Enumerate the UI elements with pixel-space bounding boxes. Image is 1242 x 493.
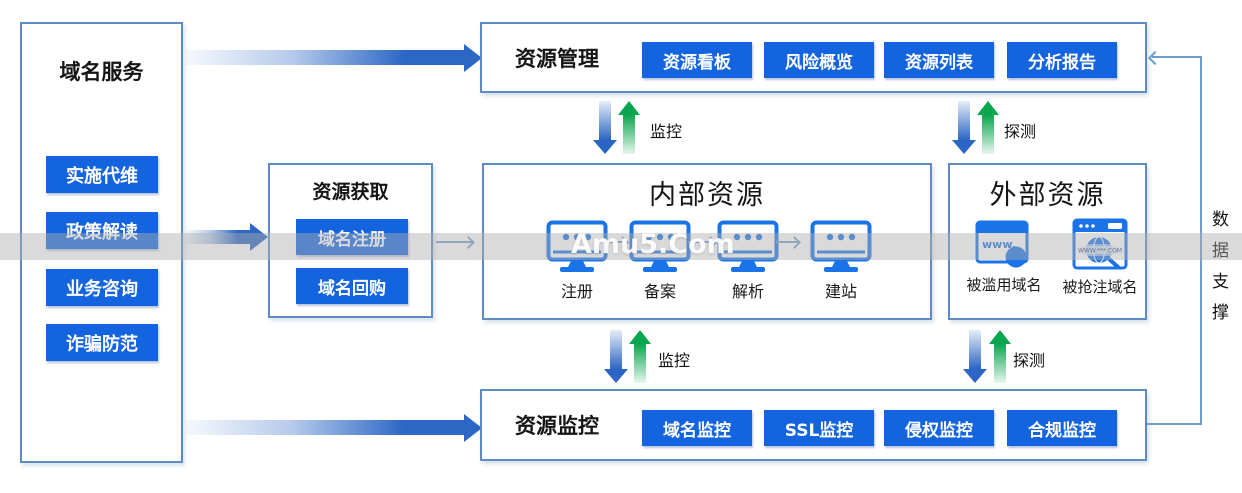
panel-external-res: 外部资源 www. 被滥用域名 WWW.***.COM xyxy=(948,163,1147,320)
arrow-acquire-to-internal xyxy=(436,236,475,249)
internal-item-label: 注册 xyxy=(560,282,593,301)
chip-infringement-monitor[interactable]: 侵权监控 xyxy=(884,410,994,446)
arrow-down-internal-monitor xyxy=(604,330,628,383)
chip-compliance-monitor[interactable]: 合规监控 xyxy=(1007,410,1117,446)
internal-item-label: 备案 xyxy=(643,282,676,301)
flow-label-monitor-top: 监控 xyxy=(650,122,683,141)
chip-domain-monitor[interactable]: 域名监控 xyxy=(642,410,752,446)
external-item-squatted: WWW.***.COM 被抢注域名 xyxy=(1054,218,1146,297)
monitor-icon xyxy=(629,220,691,272)
chip-policy-interpretation[interactable]: 政策解读 xyxy=(46,212,158,249)
flow-label-detect-bottom: 探测 xyxy=(1013,351,1046,370)
arrow-down-mgmt-external xyxy=(952,101,976,154)
panel-resource-monitor: 资源监控 域名监控 SSL监控 侵权监控 合规监控 xyxy=(480,389,1147,461)
chip-domain-buyback[interactable]: 域名回购 xyxy=(296,268,408,304)
panel-resource-mgmt: 资源管理 资源看板 风险概览 资源列表 分析报告 xyxy=(480,22,1147,93)
squatted-icon-caption: WWW.***.COM xyxy=(1078,248,1122,255)
external-item-label: 被抢注域名 xyxy=(1062,278,1138,296)
arrow-up-monitor-external xyxy=(988,330,1012,383)
chip-implementation-maintenance[interactable]: 实施代维 xyxy=(46,156,158,193)
external-item-abused: www. 被滥用域名 xyxy=(956,220,1052,295)
chip-risk-overview[interactable]: 风险概览 xyxy=(764,42,874,78)
arrow-filing-to-resolution xyxy=(688,236,717,249)
panel-resource-acquire: 资源获取 域名注册 域名回购 xyxy=(268,163,433,318)
chip-resource-list[interactable]: 资源列表 xyxy=(884,42,994,78)
arrow-up-internal-mgmt xyxy=(617,101,641,154)
connector-line-top xyxy=(1152,56,1202,58)
arrow-down-mgmt-internal xyxy=(593,101,617,154)
chip-fraud-prevention[interactable]: 诈骗防范 xyxy=(46,324,158,361)
panel-resource-mgmt-title: 资源管理 xyxy=(515,46,599,71)
connector-line-bottom xyxy=(1147,423,1202,425)
chip-analysis-report[interactable]: 分析报告 xyxy=(1007,42,1117,78)
internal-item-register: 注册 xyxy=(539,220,615,302)
flow-label-monitor-bottom: 监控 xyxy=(658,351,691,370)
abused-icon-caption: www. xyxy=(982,238,1016,251)
arrow-resolution-to-website xyxy=(776,236,801,249)
internal-item-label: 解析 xyxy=(731,282,764,301)
chip-business-consulting[interactable]: 业务咨询 xyxy=(46,269,158,306)
chip-ssl-monitor[interactable]: SSL监控 xyxy=(764,410,874,446)
data-support-label: 数据支撑 xyxy=(1208,210,1228,334)
arrow-register-to-filing xyxy=(606,236,629,249)
internal-item-label: 建站 xyxy=(824,282,857,301)
external-item-label: 被滥用域名 xyxy=(966,276,1042,294)
monitor-icon xyxy=(717,220,779,272)
panel-resource-monitor-title: 资源监控 xyxy=(515,414,599,438)
internal-item-website: 建站 xyxy=(803,220,879,302)
panel-domain-service-title: 域名服务 xyxy=(59,60,144,84)
flow-label-detect-top: 探测 xyxy=(1004,122,1037,141)
connector-arrowhead-left xyxy=(1147,50,1163,66)
monitor-icon xyxy=(810,220,872,272)
panel-internal-res-title: 内部资源 xyxy=(649,180,765,211)
arrow-up-monitor-internal xyxy=(628,330,652,383)
arrow-up-external-mgmt xyxy=(976,101,1000,154)
internal-item-resolution: 解析 xyxy=(710,220,786,302)
panel-resource-acquire-title: 资源获取 xyxy=(312,181,389,203)
squatted-domain-icon: WWW.***.COM xyxy=(1072,218,1128,270)
panel-domain-service: 域名服务 实施代维 政策解读 业务咨询 诈骗防范 xyxy=(20,22,183,463)
internal-item-filing: 备案 xyxy=(622,220,698,302)
chip-resource-dashboard[interactable]: 资源看板 xyxy=(642,42,752,78)
abused-domain-icon: www. xyxy=(975,220,1029,268)
panel-external-res-title: 外部资源 xyxy=(989,180,1106,211)
chip-domain-register[interactable]: 域名注册 xyxy=(296,219,408,255)
monitor-icon xyxy=(546,220,608,272)
connector-line-vertical xyxy=(1200,56,1202,425)
arrow-down-external-monitor xyxy=(963,330,987,383)
